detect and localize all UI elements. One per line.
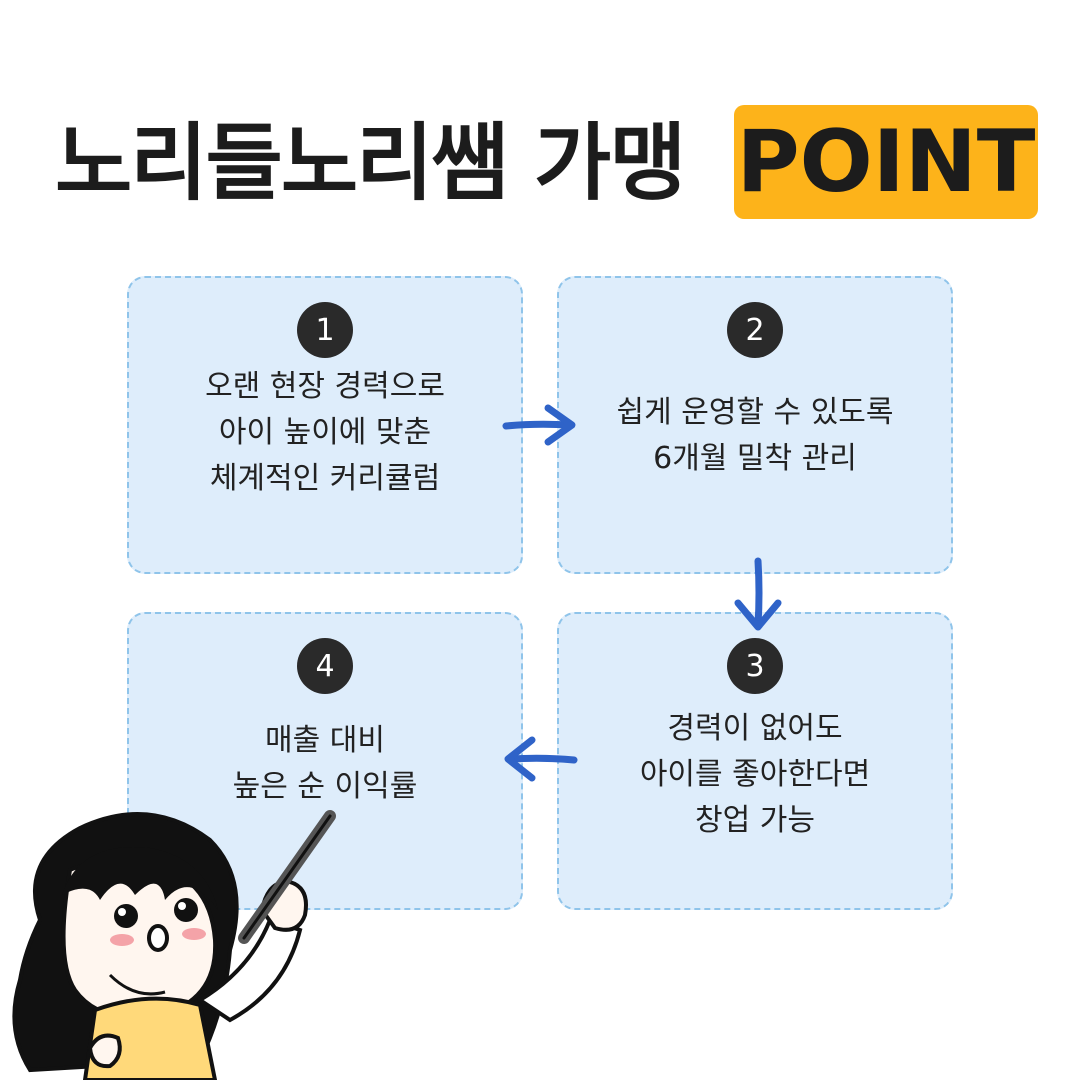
point-card-2: 2 쉽게 운영할 수 있도록 6개월 밀착 관리: [557, 276, 953, 574]
title-bar: 노리들노리쌤 가맹 POINT: [0, 100, 1080, 225]
card-line: 높은 순 이익률: [232, 769, 418, 804]
card-line: 체계적인 커리큘럼: [209, 461, 441, 496]
teacher-girl-illustration: [12, 810, 336, 1080]
card-line: 경력이 없어도: [667, 711, 843, 746]
card-line: 창업 가능: [695, 803, 815, 838]
point-card-3: 3 경력이 없어도 아이를 좋아한다면 창업 가능: [557, 612, 953, 910]
point-card-4-text: 매출 대비 높은 순 이익률: [129, 718, 521, 810]
point-badge-label: POINT: [736, 112, 1036, 212]
point-card-2-text: 쉽게 운영할 수 있도록 6개월 밀착 관리: [559, 390, 951, 482]
card-line: 아이 높이에 맞춘: [218, 415, 432, 450]
page-title: 노리들노리쌤 가맹: [55, 114, 686, 212]
card-line: 아이를 좋아한다면: [639, 757, 871, 792]
point-card-1: 1 오랜 현장 경력으로 아이 높이에 맞춘 체계적인 커리큘럼: [127, 276, 523, 574]
point-card-3-text: 경력이 없어도 아이를 좋아한다면 창업 가능: [559, 706, 951, 844]
step-number-1: 1: [297, 302, 353, 358]
step-number-2: 2: [727, 302, 783, 358]
card-line: 오랜 현장 경력으로: [205, 369, 445, 404]
step-number-4: 4: [297, 638, 353, 694]
arrow-right-icon: [502, 404, 576, 446]
card-line: 6개월 밀착 관리: [653, 441, 857, 476]
point-badge: POINT: [734, 105, 1038, 219]
card-line: 쉽게 운영할 수 있도록: [616, 395, 894, 430]
arrow-down-icon: [734, 557, 782, 631]
card-line: 매출 대비: [265, 723, 385, 758]
arrow-left-icon: [504, 736, 578, 782]
step-number-3: 3: [727, 638, 783, 694]
point-card-1-text: 오랜 현장 경력으로 아이 높이에 맞춘 체계적인 커리큘럼: [129, 364, 521, 502]
